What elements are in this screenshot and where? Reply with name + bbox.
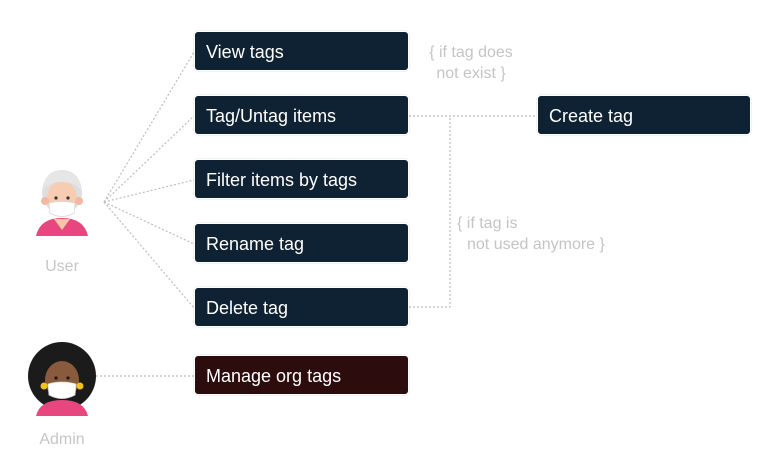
delete-condition-note: { if tag is not used anymore } [455, 213, 635, 255]
admin-avatar-icon [28, 342, 96, 416]
use-case-view-tags[interactable]: View tags [194, 31, 409, 71]
connector-delete-create [409, 116, 451, 308]
connector-user-delete [103, 201, 195, 309]
user-label: User [45, 258, 79, 275]
connector-user-tag [103, 115, 195, 203]
extension-create-tag[interactable]: Create tag [537, 95, 751, 135]
admin-label: Admin [39, 431, 85, 448]
use-case-filter-items-by-tags[interactable]: Filter items by tags [194, 159, 409, 199]
delete-condition-line-1: { if tag is [457, 215, 518, 232]
use-case-delete-tag[interactable]: Delete tag [194, 287, 409, 327]
user-avatar-icon [36, 170, 88, 236]
use-case-manage-org-tags[interactable]: Manage org tags [194, 355, 409, 395]
connector-user-filter [103, 179, 195, 203]
connector-user-view [103, 51, 195, 203]
delete-condition-line-2: not used anymore } [467, 236, 605, 253]
create-condition-line-2: not exist } [436, 65, 506, 82]
connector-user-rename [103, 201, 195, 245]
create-condition-line-1: { if tag does [429, 44, 513, 61]
create-condition-note: { if tag does not exist } [416, 42, 526, 84]
use-case-tag-untag-items[interactable]: Tag/Untag items [194, 95, 409, 135]
use-case-rename-tag[interactable]: Rename tag [194, 223, 409, 263]
